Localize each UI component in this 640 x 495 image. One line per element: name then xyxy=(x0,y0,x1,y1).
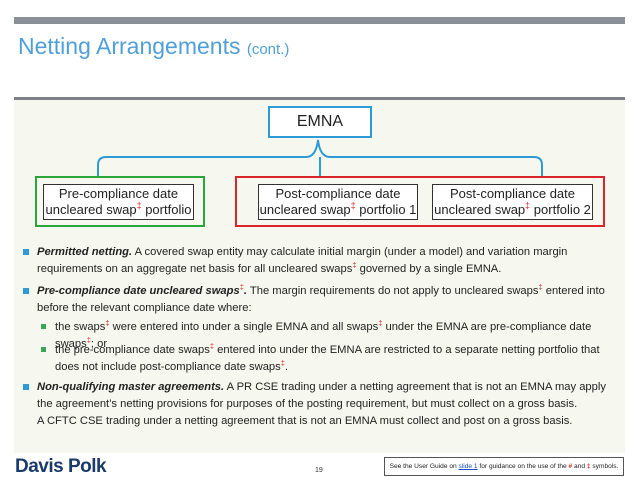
page-title: Netting Arrangements (cont.) xyxy=(18,33,290,59)
sub-bullet-separate-portfolio: the pre-compliance date swaps‡ entered i… xyxy=(55,341,600,373)
post-compliance-frame xyxy=(235,176,605,227)
user-guide-note: See the User Guide on slide 1 for guidan… xyxy=(384,457,624,476)
emna-box: EMNA xyxy=(268,106,372,138)
bullet-marker xyxy=(23,249,29,255)
pre-compliance-frame xyxy=(35,176,205,227)
post-compliance-portfolio-2-box: Post-compliance date uncleared swap‡ por… xyxy=(432,184,593,220)
bullet-permitted-netting: Permitted netting. A covered swap entity… xyxy=(37,246,568,275)
slide-1-link[interactable]: slide 1 xyxy=(458,463,478,470)
bullet-pre-compliance: Pre-compliance date uncleared swaps‡. Th… xyxy=(37,282,605,314)
post-compliance-portfolio-1-box: Post-compliance date uncleared swap‡ por… xyxy=(258,184,418,220)
sub-bullet-marker xyxy=(41,347,46,352)
pre-compliance-portfolio-box: Pre-compliance date uncleared swap‡ port… xyxy=(43,184,194,220)
bullet-marker xyxy=(23,288,29,294)
bullet-marker xyxy=(23,384,29,390)
davis-polk-logo: Davis Polk xyxy=(15,456,107,477)
page-number: 19 xyxy=(315,467,323,474)
title-divider xyxy=(14,97,625,100)
top-rule xyxy=(14,17,625,24)
sub-bullet-single-emna: the swaps‡ were entered into under a sin… xyxy=(55,318,592,350)
title-suffix: (cont.) xyxy=(246,41,290,58)
bullet-non-qualifying: Non-qualifying master agreements. A PR C… xyxy=(37,381,606,427)
sub-bullet-marker xyxy=(41,324,46,329)
